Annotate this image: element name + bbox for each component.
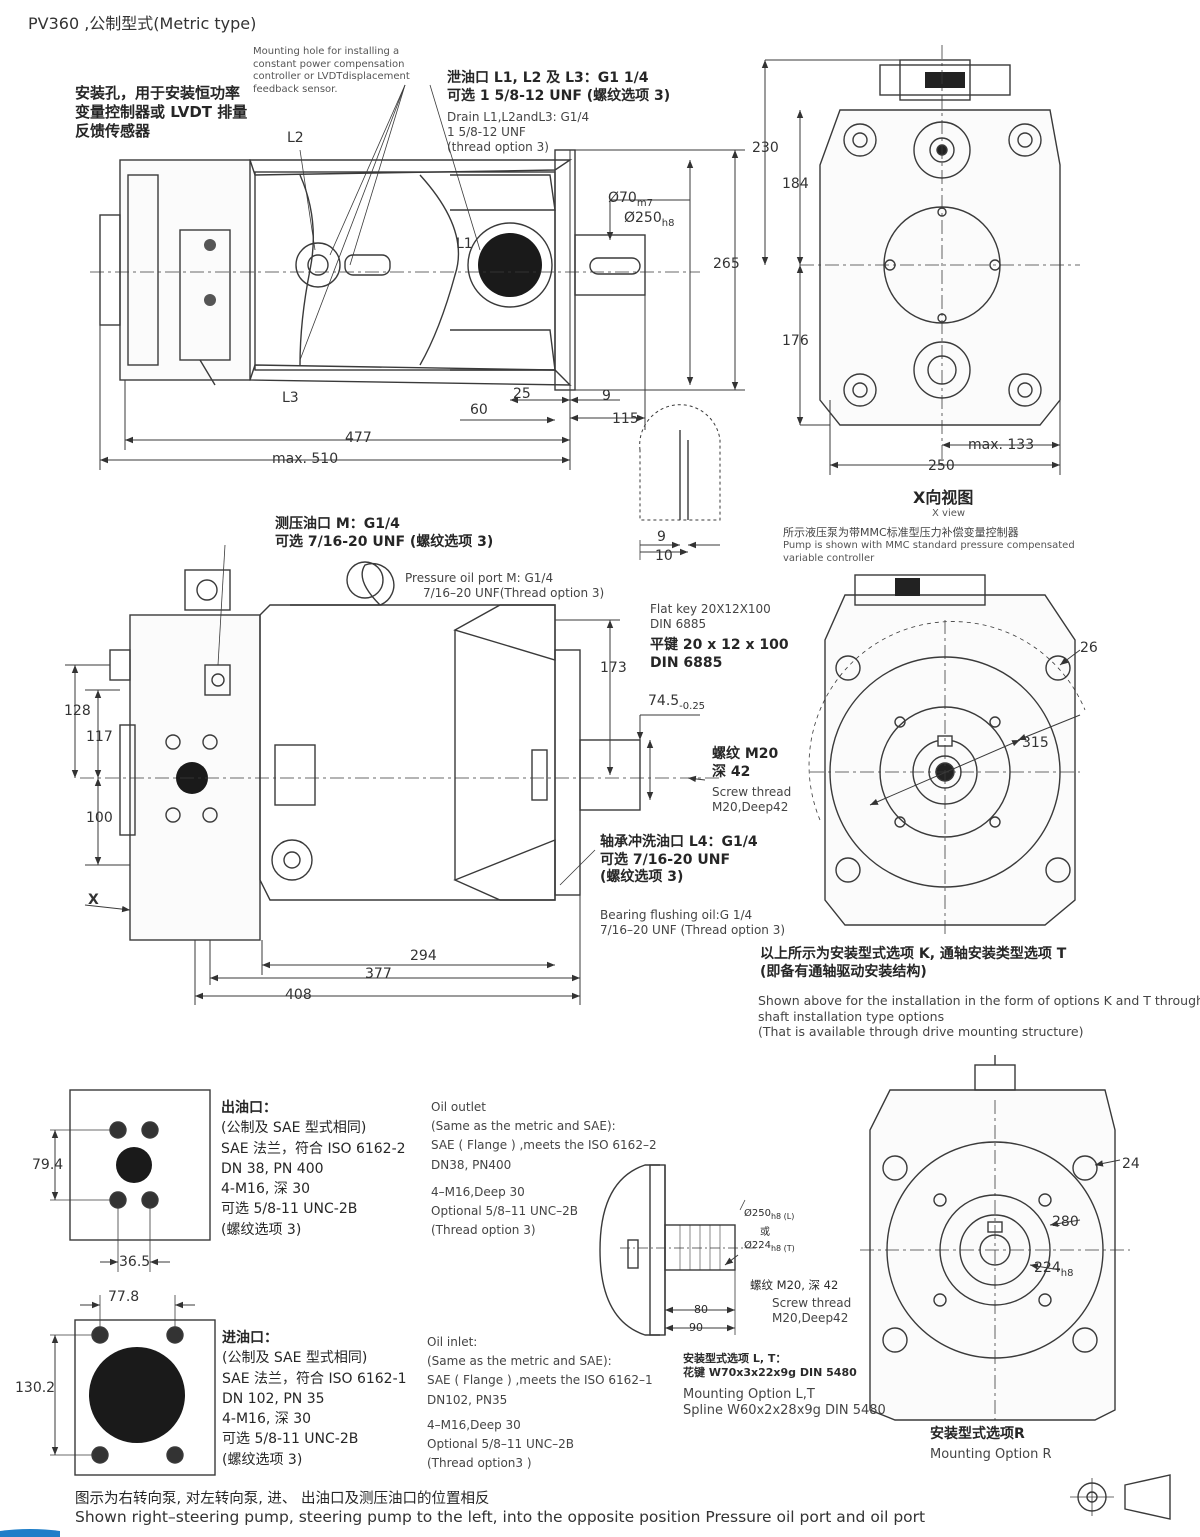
footer-note-cn: 图示为右转向泵, 对左转向泵, 进、 出油口及测压油口的位置相反 <box>75 1491 490 1507</box>
dim-294: 294 <box>410 948 437 964</box>
outlet-flange-drawing <box>50 1089 211 1272</box>
side-view-body <box>80 561 720 941</box>
dim-408: 408 <box>285 987 312 1003</box>
label-l1: L1 <box>456 236 473 252</box>
dim-224-r: 224h8 <box>1034 1260 1074 1279</box>
dim-128: 128 <box>64 703 91 719</box>
top-view-dims <box>99 84 745 470</box>
screw-thread-note-en: Screw thread M20,Deep42 <box>712 785 792 814</box>
dim-100: 100 <box>86 810 113 826</box>
install-option-note-en: Shown above for the installation in the … <box>758 993 1200 1040</box>
dim-77-8: 77.8 <box>108 1289 140 1305</box>
drain-note-en: Drain L1,L2andL3: G1/4 1 5/8-12 UNF (thr… <box>447 110 590 154</box>
dim-250-x: 250 <box>928 458 955 474</box>
dim-265: 265 <box>713 256 740 272</box>
flat-key-note-en: Flat key 20X12X100 DIN 6885 <box>650 602 771 631</box>
screw-thread-note-cn: 螺纹 M20 深 42 <box>712 746 779 780</box>
x-view-title-en: X view <box>932 508 966 519</box>
flat-key-note-cn: 平键 20 x 12 x 100 DIN 6885 <box>650 637 789 671</box>
dim-d224-lt: Ø224h8 (T) <box>744 1240 795 1253</box>
mount-hole-note-cn: 安装孔，用于安装恒功率 变量控制器或 LVDT 排量 反馈传感器 <box>75 84 248 140</box>
dim-79-4: 79.4 <box>32 1157 64 1173</box>
dim-230: 230 <box>752 140 779 156</box>
dim-max133: max. 133 <box>968 437 1035 453</box>
x-view-dims <box>761 59 1061 475</box>
detail-dim-9: 9 <box>657 529 666 545</box>
dim-176: 176 <box>782 333 809 349</box>
install-option-note-cn: 以上所示为安装型式选项 K, 通轴安装类型选项 T (即备有通轴驱动安装结构) <box>760 946 1067 980</box>
drain-note-cn: 泄油口 L1, L2 及 L3：G1 1/4 可选 1 5/8-12 UNF (… <box>447 70 671 104</box>
dim-90: 90 <box>689 1321 703 1334</box>
dim-24: 24 <box>1122 1156 1140 1172</box>
front-view-dims <box>869 649 1081 806</box>
x-view-title-cn: X向视图 <box>913 488 974 507</box>
dim-315: 315 <box>1022 735 1049 751</box>
dim-26: 26 <box>1080 640 1098 656</box>
dim-60: 60 <box>470 402 488 418</box>
label-l2: L2 <box>287 130 304 146</box>
mount-hole-note-en: Mounting hole for installing a constant … <box>253 46 410 95</box>
top-view-body <box>90 149 700 391</box>
detail-dim-10: 10 <box>655 548 673 564</box>
option-lt-drawing <box>599 1164 760 1336</box>
dim-36-5: 36.5 <box>119 1254 151 1270</box>
dim-477: 477 <box>345 430 372 446</box>
front-view-body <box>808 574 1086 935</box>
dim-d70: Ø70m7 <box>608 190 653 209</box>
inlet-note-cn: 进油口： (公制及 SAE 型式相同) SAE 法兰，符合 ISO 6162-1… <box>222 1330 407 1468</box>
dim-115: 115 <box>612 411 639 427</box>
corner-accent <box>0 1529 60 1537</box>
dim-74-5: 74.5-0.25 <box>648 693 706 712</box>
pressure-port-note-cn: 测压油口 M：G1/4 可选 7/16-20 UNF (螺纹选项 3) <box>275 516 494 550</box>
dim-9: 9 <box>602 388 611 404</box>
dim-d250-lt: Ø250h8 (L) <box>744 1208 795 1221</box>
option-r-title-en: Mounting Option R <box>930 1447 1052 1462</box>
option-r-drawing <box>860 1055 1171 1520</box>
page-title: PV360 ,公制型式(Metric type) <box>28 14 257 33</box>
dim-130-2: 130.2 <box>15 1380 56 1396</box>
outlet-note-cn: 出油口： (公制及 SAE 型式相同) SAE 法兰，符合 ISO 6162-2… <box>221 1100 406 1238</box>
option-lt-thread-en: Screw thread M20,Deep42 <box>772 1296 852 1325</box>
label-l3: L3 <box>282 390 299 406</box>
dim-173: 173 <box>600 660 627 676</box>
inlet-note-en: Oil inlet: (Same as the metric and SAE):… <box>427 1335 653 1471</box>
dim-d250: Ø250h8 <box>624 210 675 229</box>
bearing-flush-note-en: Bearing flushing oil:G 1/4 7/16–20 UNF (… <box>600 908 786 937</box>
outlet-note-en: Oil outlet (Same as the metric and SAE):… <box>431 1100 657 1238</box>
x-view-note-cn: 所示液压泵为带MMC标准型压力补偿变量控制器 <box>783 526 1019 539</box>
dim-80: 80 <box>694 1303 708 1316</box>
dim-280: 280 <box>1052 1214 1079 1230</box>
x-view-note-en: Pump is shown with MMC standard pressure… <box>783 540 1075 564</box>
x-view-body <box>800 45 1080 470</box>
dim-117: 117 <box>86 729 113 745</box>
option-lt-thread-cn: 螺纹 M20, 深 42 <box>750 1278 839 1292</box>
view-x-marker: X <box>88 892 99 908</box>
dim-max510: max. 510 <box>272 451 339 467</box>
option-r-title-cn: 安装型式选项R <box>930 1426 1025 1442</box>
pressure-port-note-en: Pressure oil port M: G1/4 7/16–20 UNF(Th… <box>405 571 605 600</box>
dim-25: 25 <box>513 386 531 402</box>
dim-184: 184 <box>782 176 809 192</box>
inlet-flange-drawing <box>50 1295 216 1476</box>
option-lt-note-en: Mounting Option L,T Spline W60x2x28x9g D… <box>683 1387 886 1419</box>
option-lt-note-cn: 安装型式选项 L, T： 花键 W70x3x22x9g DIN 5480 <box>683 1352 857 1379</box>
dim-377: 377 <box>365 966 392 982</box>
keyway-detail <box>639 404 721 560</box>
bearing-flush-note-cn: 轴承冲洗油口 L4：G1/4 可选 7/16-20 UNF (螺纹选项 3) <box>600 834 758 885</box>
footer-note-en: Shown right–steering pump, steering pump… <box>75 1508 926 1526</box>
side-view-dims <box>65 544 706 1005</box>
dim-or: 或 <box>760 1227 770 1238</box>
